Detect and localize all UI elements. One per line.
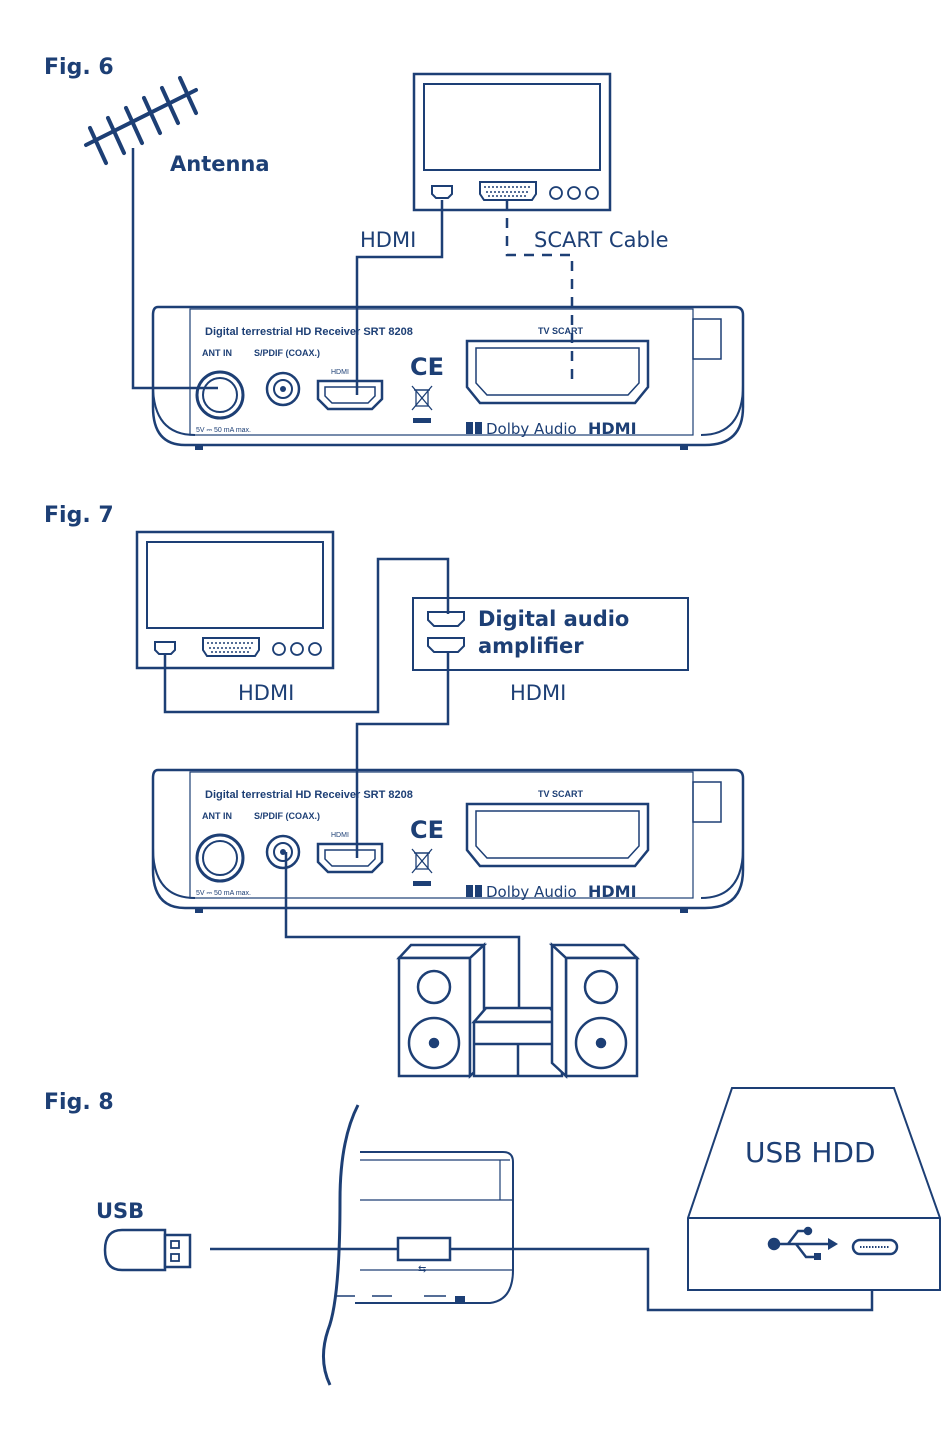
spdif-label: S/PDIF (COAX.) — [254, 811, 320, 821]
hdmi-cable-tv-amplifier — [163, 557, 450, 714]
digital-audio-amplifier: Digital audio amplifier — [412, 597, 689, 671]
power-label: 5V ⎓ 50 mA max. — [196, 427, 251, 434]
hdmi-logo: HDMI — [588, 419, 637, 438]
usb-hdd: USB HDD — [687, 1087, 941, 1291]
fig6-title: Fig. 6 — [44, 55, 114, 80]
antenna-label: Antenna — [170, 152, 270, 176]
tv-fig6 — [412, 72, 612, 212]
dolby-audio-logo: Dolby Audio — [486, 420, 577, 438]
hdmi-port-label: HDMI — [331, 369, 349, 376]
usb-hdd-label: USB HDD — [745, 1136, 876, 1169]
svg-text:⇆: ⇆ — [418, 1264, 426, 1275]
receiver-model-label: Digital terrestrial HD Receiver SRT 8208 — [205, 326, 413, 338]
ant-in-label: ANT IN — [202, 348, 232, 358]
hdmi-logo: HDMI — [588, 882, 637, 901]
hdmi-cable-fig6 — [355, 200, 444, 395]
ce-mark: CE — [410, 353, 444, 381]
receiver-side-view: ⇆ — [322, 1104, 514, 1386]
receiver-fig6: Digital terrestrial HD Receiver SRT 8208… — [151, 305, 745, 452]
power-label: 5V ⎓ 50 mA max. — [196, 890, 251, 897]
receiver-fig7: Digital terrestrial HD Receiver SRT 8208… — [151, 768, 745, 915]
scart-cable — [505, 200, 574, 382]
usb-label: USB — [96, 1199, 144, 1223]
hdmi-label-fig7-left: HDMI — [238, 681, 294, 705]
usb-stick-icon — [103, 1228, 192, 1272]
antenna-icon — [84, 76, 198, 165]
usb-symbol-icon — [767, 1226, 838, 1260]
antenna-cable — [131, 148, 218, 390]
dolby-audio-logo: Dolby Audio — [486, 883, 577, 901]
amplifier-label-line1: Digital audio — [478, 607, 629, 631]
scart-cable-label: SCART Cable — [534, 228, 669, 252]
stereo-speakers-icon — [396, 942, 641, 1079]
fig8-title: Fig. 8 — [44, 1090, 114, 1115]
tv-fig7 — [135, 530, 335, 670]
hdmi-port-label: HDMI — [331, 832, 349, 839]
ce-mark: CE — [410, 816, 444, 844]
tv-scart-label: TV SCART — [538, 326, 584, 336]
ant-in-label: ANT IN — [202, 811, 232, 821]
tv-scart-label: TV SCART — [538, 789, 584, 799]
fig7-title: Fig. 7 — [44, 503, 114, 528]
usb-hdd-cable — [450, 1247, 874, 1312]
receiver-model-label: Digital terrestrial HD Receiver SRT 8208 — [205, 789, 413, 801]
hdmi-label-fig7-right: HDMI — [510, 681, 566, 705]
spdif-label: S/PDIF (COAX.) — [254, 348, 320, 358]
coax-cable — [284, 852, 521, 1010]
hdmi-cable-amplifier-receiver — [355, 652, 450, 858]
amplifier-label-line2: amplifier — [478, 634, 584, 658]
hdmi-label-fig6: HDMI — [360, 228, 416, 252]
